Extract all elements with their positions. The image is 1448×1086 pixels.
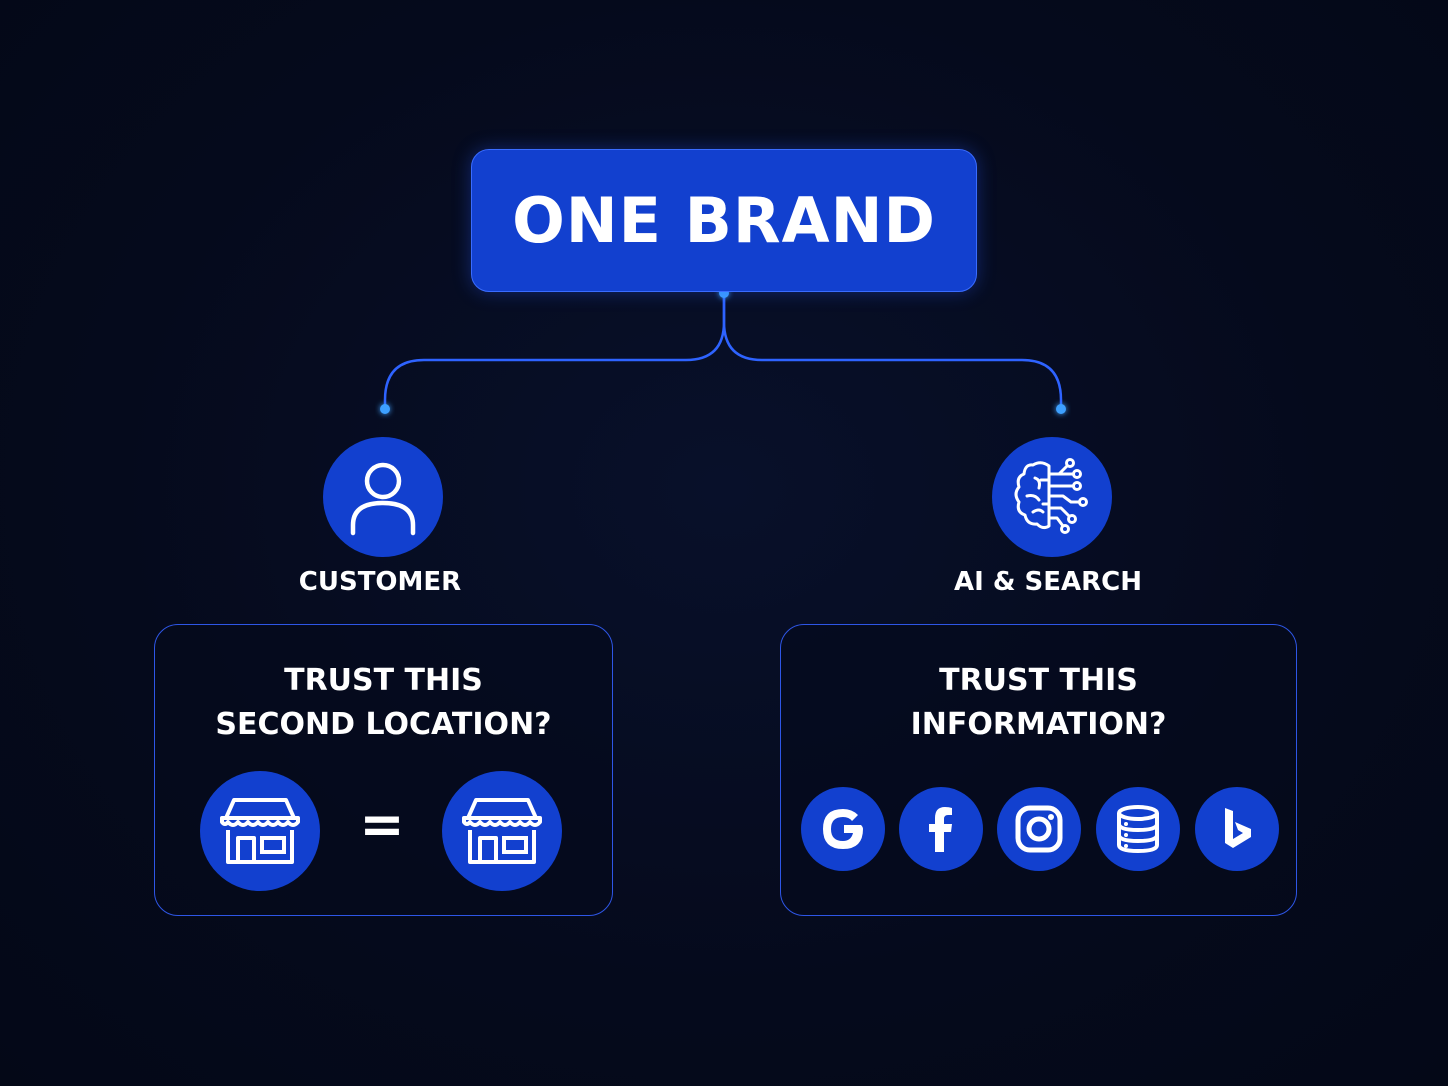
storefront-right: [442, 771, 562, 891]
source-instagram: [997, 787, 1081, 871]
ai-search-label: AI & SEARCH: [953, 567, 1143, 597]
source-bing: [1195, 787, 1279, 871]
customer-panel: TRUST THIS SECOND LOCATION? =: [154, 624, 613, 916]
ai-search-question-line-2: INFORMATION?: [910, 707, 1167, 742]
ai-search-question-line-1: TRUST THIS: [939, 663, 1138, 698]
google-icon: [823, 809, 863, 849]
root-node: ONE BRAND: [471, 149, 977, 292]
source-google: [801, 787, 885, 871]
database-icon: [1117, 805, 1159, 854]
facebook-icon: [929, 807, 952, 852]
instagram-icon: [1015, 805, 1063, 853]
connector-right: [722, 293, 1063, 409]
bing-icon: [1225, 808, 1251, 848]
customer-label: CUSTOMER: [298, 567, 462, 597]
customer-question-line-2: SECOND LOCATION?: [215, 707, 552, 742]
equals-sign: =: [359, 793, 405, 856]
source-database: [1096, 787, 1180, 871]
ai-brain-icon: [1014, 458, 1088, 534]
ai-search-panel: TRUST THIS INFORMATION?: [780, 624, 1297, 916]
storefront-left: [200, 771, 320, 891]
customer-question-line-1: TRUST THIS: [284, 663, 483, 698]
source-facebook: [899, 787, 983, 871]
connector-left: [383, 293, 726, 409]
user-icon: [350, 462, 416, 536]
root-label: ONE BRAND: [512, 184, 936, 257]
connector-dot-left: [380, 404, 390, 414]
ai-search-question: TRUST THIS INFORMATION?: [781, 659, 1296, 747]
storefront-icon: [462, 798, 542, 864]
connector-dot-right: [1056, 404, 1066, 414]
customer-question: TRUST THIS SECOND LOCATION?: [155, 659, 612, 747]
customer-node: [323, 437, 443, 557]
ai-search-node: [992, 437, 1112, 557]
storefront-icon: [220, 798, 300, 864]
